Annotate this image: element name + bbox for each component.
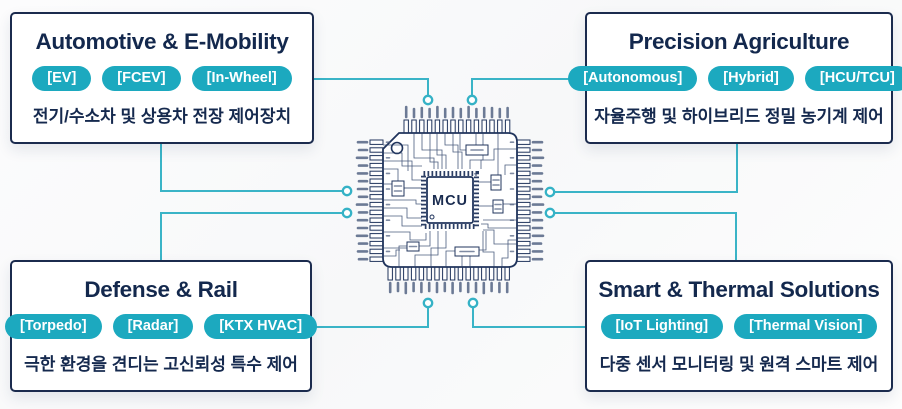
card-description: 자율주행 및 하이브리드 정밀 농기계 제어: [594, 107, 884, 127]
mcu-label: MCU: [432, 193, 468, 209]
tag-pill-autonomous: [Autonomous]: [568, 65, 698, 92]
chip-component-blocks: [391, 144, 504, 257]
tag-pill-ktx-hvac: [KTX HVAC]: [204, 313, 318, 340]
connector-left-top: [160, 143, 343, 192]
tag-pill-thermal-vision: [Thermal Vision]: [734, 313, 878, 340]
card-title: Smart & Thermal Solutions: [598, 276, 880, 302]
tag-pill-row: [IoT Lighting] [Thermal Vision]: [600, 313, 878, 340]
card-title: Precision Agriculture: [628, 28, 850, 54]
connector-right-top: [554, 143, 738, 193]
mcu-chip-illustration: MCU: [350, 100, 550, 300]
card-title: Automotive & E-Mobility: [35, 28, 289, 54]
chip-traces: [383, 133, 517, 267]
chip-pins-bottom: [387, 266, 510, 295]
tag-pill-ev: [EV]: [32, 65, 92, 92]
mcu-die-body: [426, 176, 474, 224]
chip-pin-numbers: [385, 141, 515, 253]
tag-pill-hcu-tcu: [HCU/TCU]: [804, 65, 902, 92]
card-description: 전기/수소차 및 상용차 전장 제어장치: [32, 107, 292, 127]
card-title: Defense & Rail: [84, 276, 238, 302]
tag-pill-fcev: [FCEV]: [102, 65, 181, 92]
chip-pins-top: [403, 105, 511, 134]
card-automotive-e-mobility: Automotive & E-Mobility [EV] [FCEV] [In-…: [10, 12, 314, 144]
connector-defense: [312, 307, 429, 328]
tag-pill-hybrid: [Hybrid]: [708, 65, 794, 92]
tag-pill-radar: [Radar]: [112, 313, 194, 340]
tag-pill-row: [EV] [FCEV] [In-Wheel]: [32, 65, 292, 92]
connector-automotive: [314, 78, 429, 96]
mcu-die-pin-fringe: [421, 171, 479, 229]
chip-pins-right: [516, 139, 545, 262]
node-ring: [422, 297, 434, 309]
tag-pill-torpedo: [Torpedo]: [4, 313, 102, 340]
connector-left-bottom: [160, 212, 343, 261]
pin1-marker: [390, 141, 404, 155]
tag-pill-row: [Torpedo] [Radar] [KTX HVAC]: [4, 313, 318, 340]
card-description: 극한 환경을 견디는 고신뢰성 특수 제어: [24, 355, 298, 375]
connector-smart: [472, 307, 585, 328]
connector-right-bottom: [554, 212, 737, 261]
card-precision-agriculture: Precision Agriculture [Autonomous] [Hybr…: [568, 12, 902, 144]
mcu-die-pin1-marker: [429, 214, 435, 220]
tag-pill-iot-lighting: [IoT Lighting]: [600, 313, 724, 340]
card-description: 다중 센서 모니터링 및 원격 스마트 제어: [599, 355, 879, 375]
node-ring: [467, 297, 479, 309]
card-smart-thermal-solutions: Smart & Thermal Solutions [IoT Lighting]…: [585, 260, 893, 392]
chip-pins-left: [355, 139, 384, 262]
mcu-chip-svg: MCU: [355, 105, 545, 295]
card-defense-rail: Defense & Rail [Torpedo] [Radar] [KTX HV…: [4, 260, 318, 392]
tag-pill-in-wheel: [In-Wheel]: [191, 65, 292, 92]
tag-pill-row: [Autonomous] [Hybrid] [HCU/TCU]: [568, 65, 902, 92]
